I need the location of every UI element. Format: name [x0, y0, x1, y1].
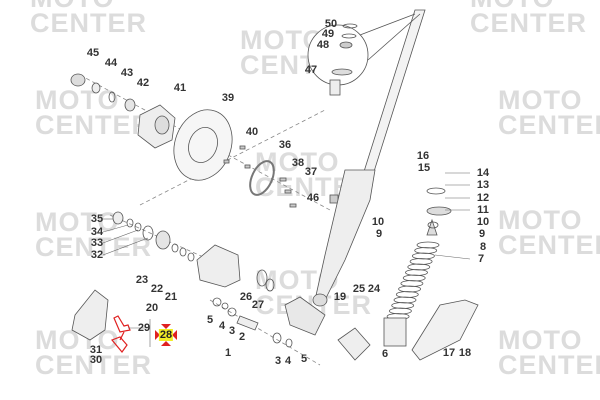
shock-absorber	[383, 187, 452, 347]
highlighted-part	[110, 315, 131, 353]
part-label-38[interactable]: 38	[291, 157, 305, 169]
spring-coil	[411, 252, 435, 260]
part-label-20[interactable]: 20	[145, 302, 159, 314]
part-label-36[interactable]: 36	[278, 139, 292, 151]
caliper-assembly	[71, 211, 371, 361]
part-label-11[interactable]: 11	[477, 204, 489, 216]
part-label-1[interactable]: 1	[224, 347, 232, 359]
leader-lines	[102, 172, 471, 347]
part-label-9[interactable]: 9	[478, 228, 486, 240]
part-label-12[interactable]: 12	[476, 192, 490, 204]
part-label-37[interactable]: 37	[304, 166, 318, 178]
part-label-25[interactable]: 25	[352, 283, 366, 295]
part-label-50[interactable]: 50	[324, 18, 338, 30]
part-label-34[interactable]: 34	[90, 226, 104, 238]
part-label-47[interactable]: 47	[304, 64, 318, 76]
part-label-4[interactable]: 4	[218, 320, 226, 332]
spring-coil	[388, 307, 412, 315]
part-label-16[interactable]: 16	[416, 150, 430, 162]
part-label-35[interactable]: 35	[90, 213, 104, 225]
mudguard	[411, 299, 479, 361]
part-label-15[interactable]: 15	[417, 162, 431, 174]
selected-marker-icon	[155, 324, 177, 346]
spring-coil	[400, 280, 424, 287]
part-label-40[interactable]: 40	[245, 126, 259, 138]
part-label-23[interactable]: 23	[135, 274, 149, 286]
spring-coil	[402, 274, 426, 282]
part-label-6[interactable]: 6	[381, 348, 389, 360]
spring-coil	[395, 291, 419, 298]
part-label-2[interactable]: 2	[238, 331, 246, 343]
part-label-10[interactable]: 10	[371, 216, 385, 228]
part-label-31[interactable]: 31	[89, 344, 103, 356]
part-label-13[interactable]: 13	[476, 179, 490, 191]
part-label-44[interactable]: 44	[104, 57, 118, 69]
spring-coil	[405, 269, 428, 276]
brake-disc	[173, 109, 233, 181]
spring-coil	[414, 247, 438, 254]
part-label-29[interactable]: 29	[137, 322, 151, 334]
part-label-26[interactable]: 26	[239, 291, 253, 303]
detail-circle	[307, 13, 421, 96]
part-label-17[interactable]: 17	[442, 347, 456, 359]
part-label-8[interactable]: 8	[479, 241, 487, 253]
spring-coil	[398, 285, 422, 293]
spring-coil	[391, 302, 415, 309]
part-label-7[interactable]: 7	[477, 253, 485, 265]
part-label-46[interactable]: 46	[306, 192, 320, 204]
part-label-42[interactable]: 42	[136, 77, 150, 89]
part-label-9[interactable]: 9	[375, 228, 383, 240]
part-label-41[interactable]: 41	[173, 82, 187, 94]
hub-assembly	[70, 73, 176, 149]
fork-tube	[312, 9, 426, 307]
part-label-5[interactable]: 5	[206, 314, 214, 326]
part-label-3[interactable]: 3	[228, 325, 236, 337]
part-label-4[interactable]: 4	[284, 355, 292, 367]
part-label-28[interactable]: 28	[158, 329, 174, 341]
part-label-22[interactable]: 22	[150, 283, 164, 295]
part-label-30[interactable]: 30	[89, 354, 103, 366]
part-label-3[interactable]: 3	[274, 355, 282, 367]
spring-coil	[416, 241, 440, 249]
part-label-32[interactable]: 32	[90, 249, 104, 261]
part-label-18[interactable]: 18	[458, 347, 472, 359]
part-label-24[interactable]: 24	[367, 283, 381, 295]
part-label-27[interactable]: 27	[251, 299, 265, 311]
part-label-14[interactable]: 14	[476, 167, 490, 179]
bolts	[223, 145, 339, 208]
part-label-49[interactable]: 49	[321, 28, 335, 40]
part-label-19[interactable]: 19	[333, 291, 347, 303]
part-label-43[interactable]: 43	[120, 67, 134, 79]
spring-coil	[407, 263, 431, 271]
part-label-45[interactable]: 45	[86, 47, 100, 59]
part-label-48[interactable]: 48	[316, 39, 330, 51]
spring-coil	[409, 258, 433, 265]
part-label-33[interactable]: 33	[90, 237, 104, 249]
part-label-10[interactable]: 10	[476, 216, 490, 228]
part-label-5[interactable]: 5	[300, 353, 308, 365]
part-label-39[interactable]: 39	[221, 92, 235, 104]
part-label-21[interactable]: 21	[164, 291, 178, 303]
spring-coil	[393, 296, 417, 304]
